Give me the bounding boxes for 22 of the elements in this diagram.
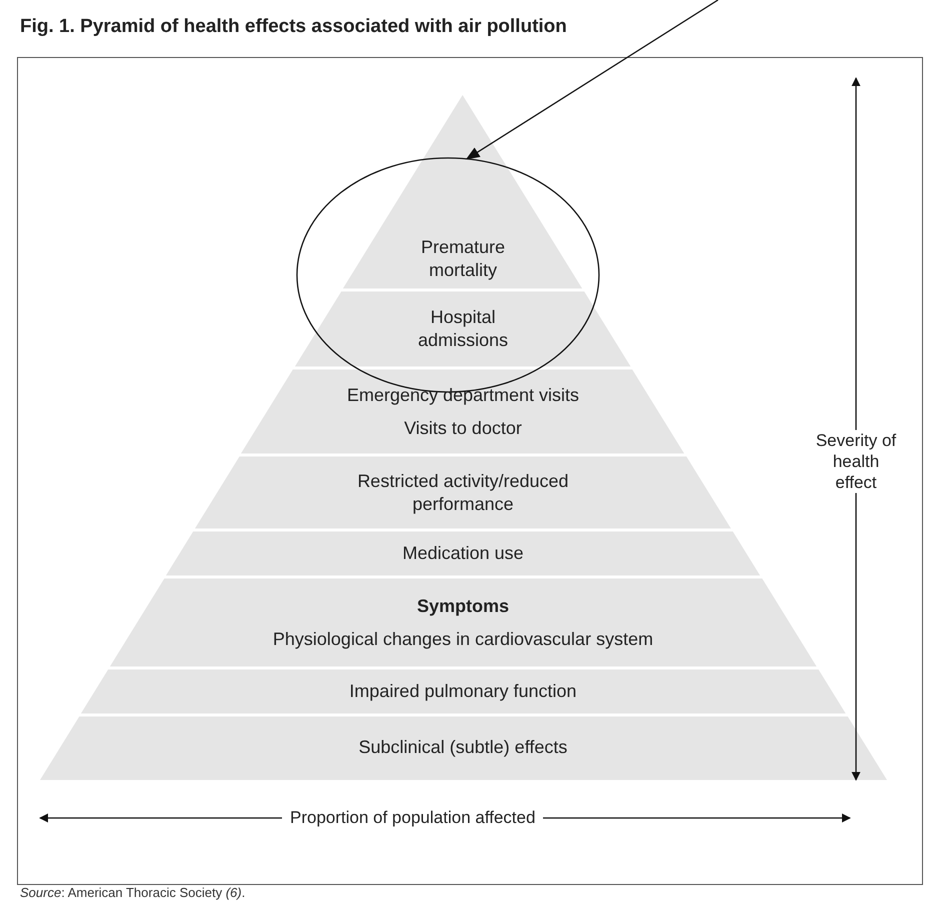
band-label: Emergency department visits	[346, 384, 580, 406]
pyramid-band	[294, 290, 632, 368]
arrow	[466, 0, 718, 160]
band-label: Impaired pulmonary function	[349, 680, 577, 703]
band-label: Premature mortality	[420, 236, 506, 282]
band-label: Restricted activity/reduced performance	[356, 470, 570, 516]
figure-title: Fig. 1. Pyramid of health effects associated with air pollution	[20, 16, 567, 38]
band-label: Hospital admissions	[416, 306, 509, 352]
pyramid-band	[40, 715, 886, 780]
pyramid-band	[240, 368, 686, 455]
band-label: Visits to doctor	[404, 416, 522, 440]
band-label: Subclinical (subtle) effects	[358, 736, 568, 759]
pyramid-band	[342, 95, 584, 290]
pyramid-band	[80, 668, 846, 715]
band-label: Physiological changes in cardiovascular system	[272, 628, 654, 650]
band-label: Symptoms	[416, 594, 509, 618]
pyramid-band	[194, 455, 732, 530]
pyramid-band	[165, 530, 761, 577]
band-label: Medication use	[402, 542, 524, 565]
pyramid-band	[108, 577, 818, 668]
axis-label: Severity of health effect	[815, 430, 897, 493]
source-note: Source: American Thoracic Society (6).	[20, 885, 246, 900]
